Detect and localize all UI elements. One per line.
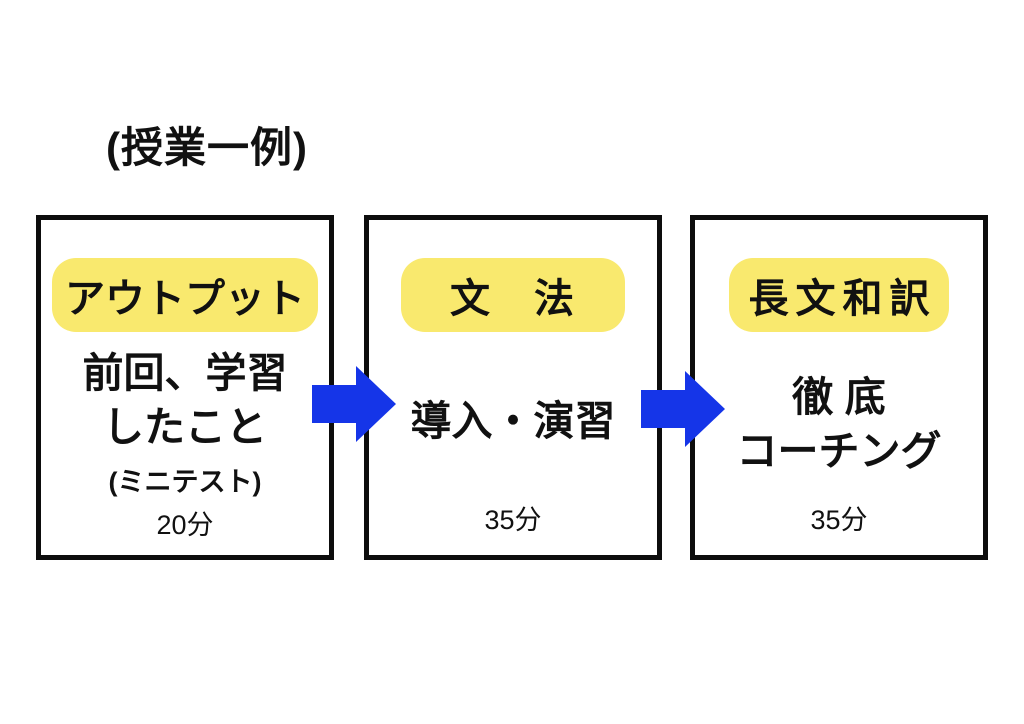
step-heading-label: アウトプット bbox=[65, 277, 305, 321]
step-heading-highlight: 長文和訳 bbox=[729, 258, 949, 332]
right-arrow-icon bbox=[641, 371, 725, 447]
step-description-line: 導入・演習 bbox=[410, 398, 616, 444]
step-duration: 20分 bbox=[156, 510, 214, 540]
right-arrow-icon bbox=[312, 366, 396, 442]
flow-step-translation: 長文和訳 徹 底 コーチング 35分 bbox=[690, 215, 988, 560]
step-heading-label: 文 法 bbox=[450, 277, 576, 321]
step-heading-highlight: 文 法 bbox=[401, 258, 625, 332]
step-description: 導入・演習 bbox=[411, 394, 616, 448]
page-title: (授業一例) bbox=[106, 124, 308, 171]
flow-step-grammar: 文 法 導入・演習 35分 bbox=[364, 215, 662, 560]
step-duration: 35分 bbox=[484, 505, 542, 535]
step-description-line: コーチング bbox=[736, 428, 942, 474]
step-description: 徹 底 コーチング bbox=[737, 370, 942, 478]
step-description-line: 前回、学習 bbox=[82, 350, 288, 396]
step-heading-label: 長文和訳 bbox=[748, 277, 937, 321]
step-description-line: 徹 底 bbox=[792, 374, 886, 420]
step-note: (ミニテスト) bbox=[108, 467, 262, 497]
step-description: 前回、学習 したこと bbox=[83, 346, 288, 454]
step-heading-highlight: アウトプット bbox=[52, 258, 318, 332]
flow-step-output: アウトプット 前回、学習 したこと (ミニテスト) 20分 bbox=[36, 215, 334, 560]
step-description-line: したこと bbox=[103, 404, 267, 450]
step-duration: 35分 bbox=[810, 505, 868, 535]
